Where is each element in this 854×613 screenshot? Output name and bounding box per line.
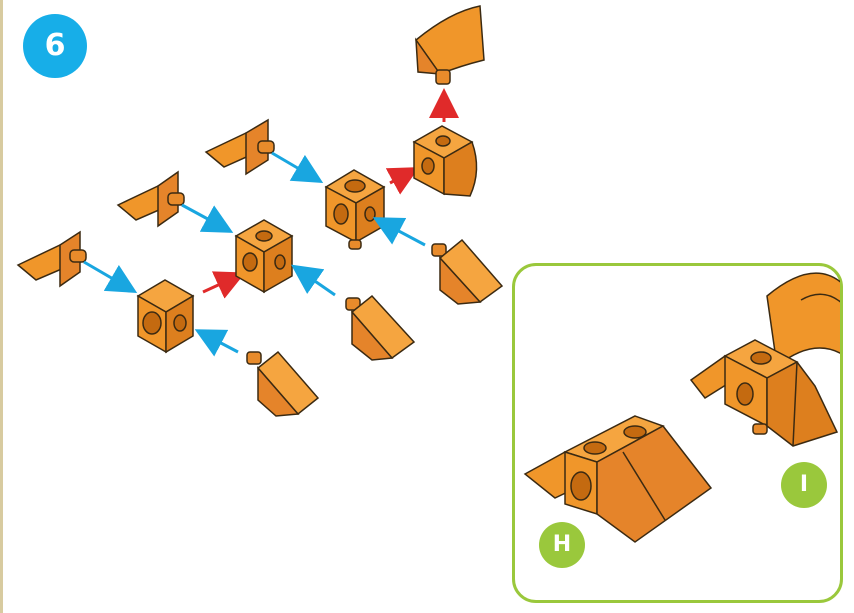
assembly-arrow — [194, 329, 239, 357]
slope-wedge-piece — [246, 350, 320, 417]
assembly-h — [523, 415, 713, 543]
page-edge — [0, 0, 3, 613]
assembly-arrow — [372, 217, 426, 247]
connect-arrow — [385, 167, 420, 195]
assembly-arrow — [83, 260, 138, 294]
slope-wedge-piece — [431, 238, 504, 305]
cube-with-curve-piece — [412, 125, 478, 197]
cube-piece — [136, 279, 195, 354]
quarter-round-piece — [414, 5, 485, 85]
connect-arrow — [202, 271, 246, 299]
assembly-arrow — [181, 203, 234, 233]
cube-piece — [234, 219, 294, 294]
label-h-badge: H — [539, 522, 585, 568]
cube-piece — [324, 169, 386, 250]
label-i-badge: I — [781, 462, 827, 508]
inset-illustration — [523, 272, 840, 543]
slope-wedge-piece — [345, 294, 416, 361]
detail-inset: H I — [512, 263, 843, 603]
triangle-connector-piece — [116, 170, 185, 228]
assembly-arrow — [291, 264, 336, 297]
triangle-connector-piece — [16, 230, 87, 288]
assembly-arrow — [271, 151, 324, 184]
triangle-connector-piece — [204, 118, 275, 176]
assembly-i — [689, 272, 840, 447]
step-number-badge: 6 — [23, 14, 87, 78]
